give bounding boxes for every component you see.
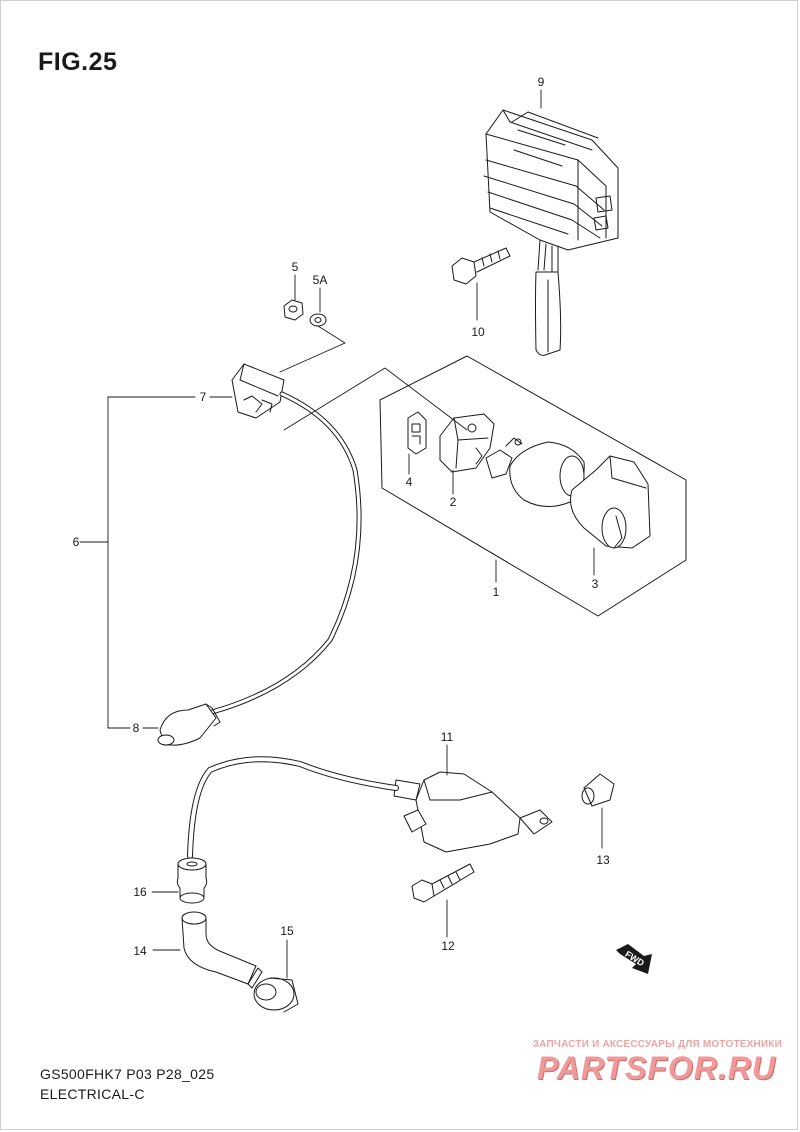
callout-2: 2 — [450, 495, 457, 509]
nut-5 — [283, 299, 304, 321]
callout-7: 7 — [200, 390, 207, 404]
callout-14: 14 — [133, 944, 147, 958]
watermark-tagline: ЗАПЧАСТИ И АКСЕССУАРЫ ДЛЯ МОТОТЕХНИКИ — [532, 1039, 782, 1050]
bolt-10 — [451, 247, 511, 285]
leader-lines — [79, 89, 603, 979]
ignition-coil-11 — [187, 756, 553, 859]
callout-6: 6 — [73, 535, 80, 549]
callout-13: 13 — [596, 853, 610, 867]
callout-9: 9 — [538, 75, 545, 89]
part-2-holder — [439, 413, 495, 473]
sleeve-13 — [581, 773, 615, 807]
clamp-7 — [231, 363, 285, 419]
diagram-code: GS500FHK7 P03 P28_025 — [40, 1066, 215, 1082]
bolt-12 — [411, 863, 475, 903]
figure-title: FIG.25 — [38, 48, 118, 76]
callout-5a: 5A — [313, 273, 328, 287]
watermark-logo: PARTSFOR.RU — [536, 1050, 776, 1086]
callout-1: 1 — [493, 585, 500, 599]
callout-12: 12 — [441, 939, 455, 953]
lead-wire-6 — [157, 391, 362, 746]
plug-cap-14 — [181, 911, 263, 989]
callout-5: 5 — [292, 260, 299, 274]
section-name: ELECTRICAL-C — [40, 1086, 145, 1102]
callout-labels: 9 5 5A 10 7 4 2 6 3 1 8 11 13 16 12 15 1… — [73, 75, 610, 958]
callout-4: 4 — [406, 475, 413, 489]
callout-16: 16 — [133, 885, 147, 899]
callout-10: 10 — [471, 325, 485, 339]
grommet-16 — [176, 857, 208, 904]
regulator-rectifier — [483, 109, 619, 356]
callout-15: 15 — [280, 924, 294, 938]
callout-11: 11 — [441, 730, 454, 744]
part-4-plate — [407, 411, 427, 455]
switch-assembly-box — [379, 355, 687, 617]
washer-5a — [309, 313, 327, 327]
callout-8: 8 — [133, 721, 140, 735]
fwd-arrow-icon: FWD — [616, 944, 652, 974]
callout-3: 3 — [592, 577, 599, 591]
cap-15 — [253, 977, 299, 1013]
part-3-switch — [485, 437, 651, 549]
